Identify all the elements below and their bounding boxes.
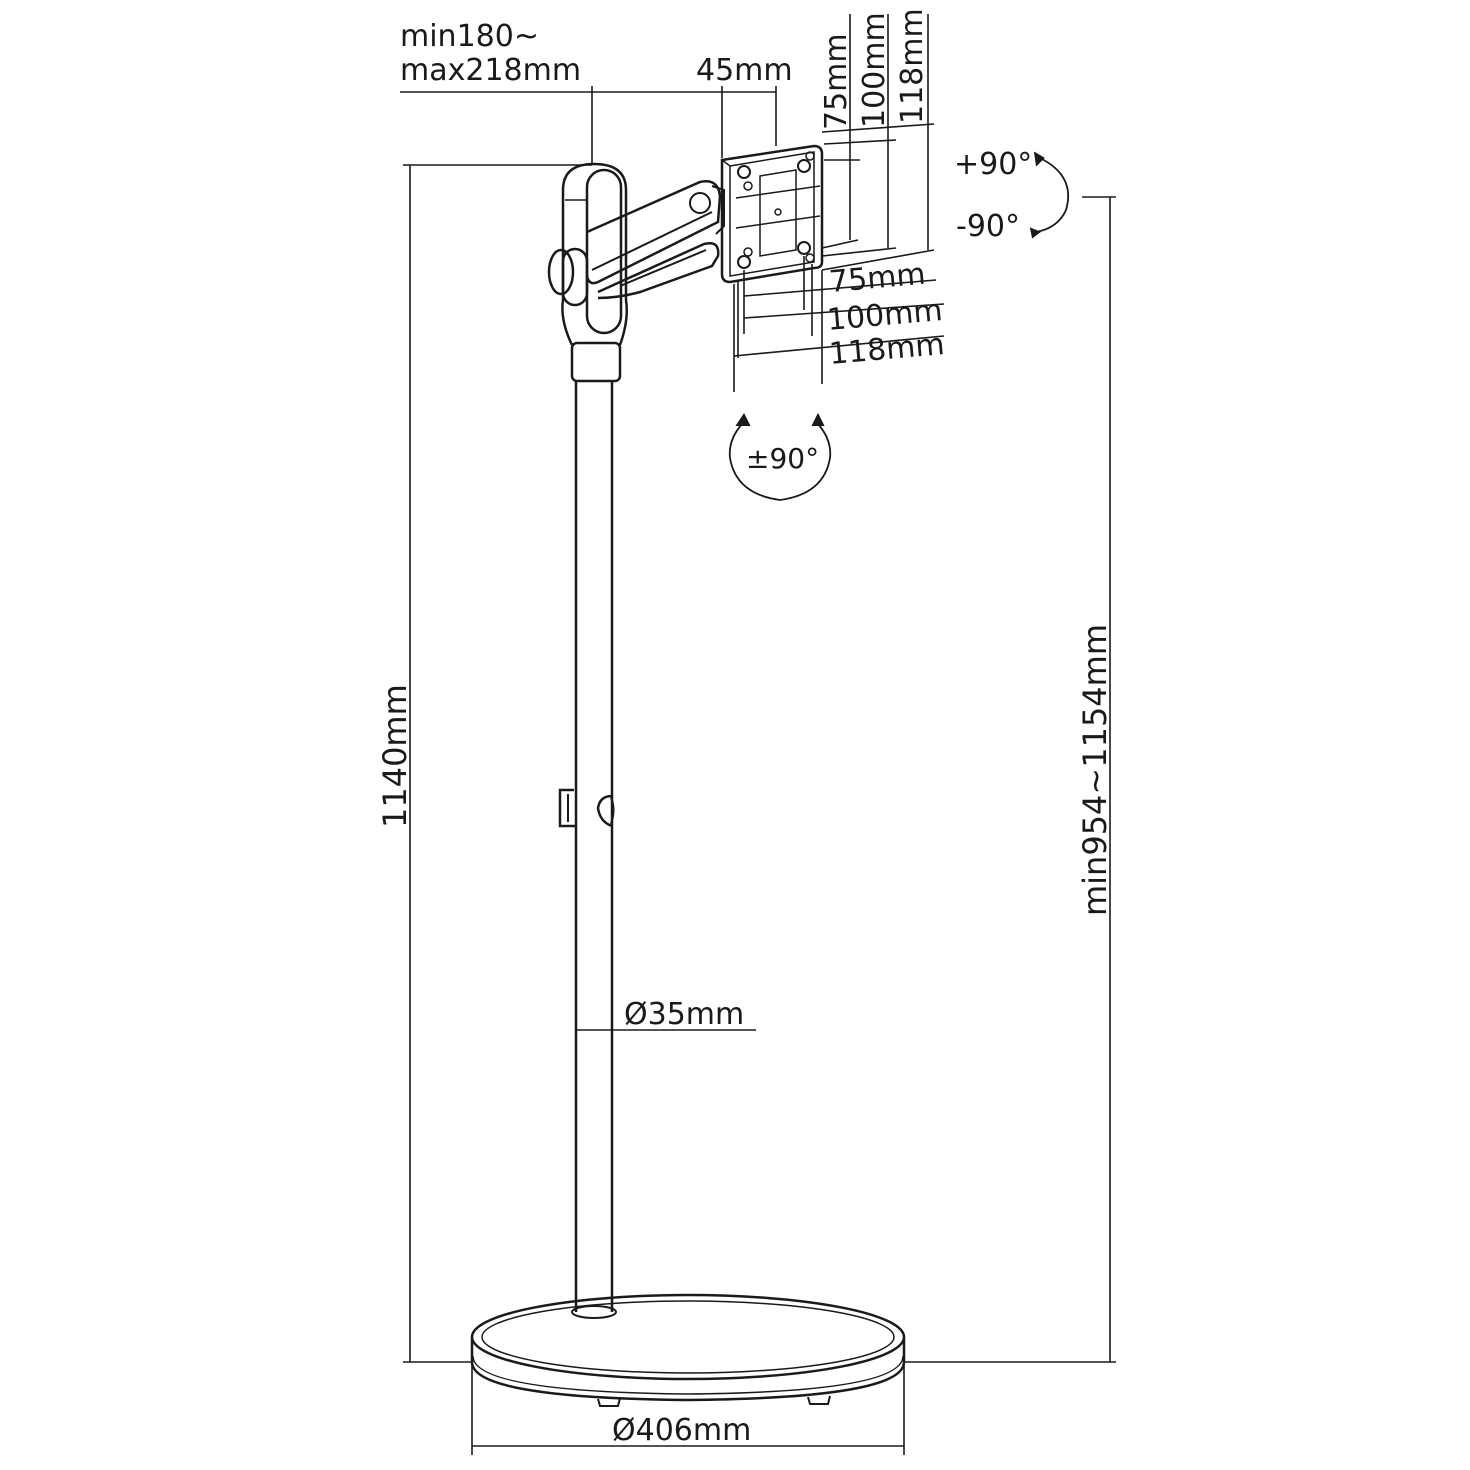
round-base [470, 1293, 906, 1407]
mount-height-label: min954~1154mm [1076, 624, 1114, 916]
vesa-vertical-100-label: 100mm [857, 12, 892, 128]
arm-extension-max-label: max218mm [400, 53, 581, 88]
vesa-horizontal-75-label: 75mm [828, 257, 927, 300]
tilt-down-label: -90° [956, 209, 1020, 244]
swivel-arrow [728, 412, 832, 501]
total-height-label: 1140mm [376, 684, 414, 828]
tilt-arrow [1029, 151, 1070, 239]
pole [558, 380, 615, 1312]
vesa-vertical-118-label: 118mm [895, 8, 930, 124]
plate-depth-label: 45mm [696, 53, 793, 88]
dimension-lines [400, 14, 1116, 1455]
vesa-vertical-75-label: 75mm [819, 33, 854, 130]
tilt-up-label: +90° [954, 147, 1032, 182]
base-diameter-label: Ø406mm [612, 1413, 751, 1448]
pole-diameter-label: Ø35mm [624, 997, 744, 1032]
swivel-label: ±90° [746, 442, 819, 475]
vesa-mount-plate [720, 144, 824, 284]
arm-extension-min-label: min180~ [400, 19, 539, 54]
articulating-arm [585, 180, 725, 300]
